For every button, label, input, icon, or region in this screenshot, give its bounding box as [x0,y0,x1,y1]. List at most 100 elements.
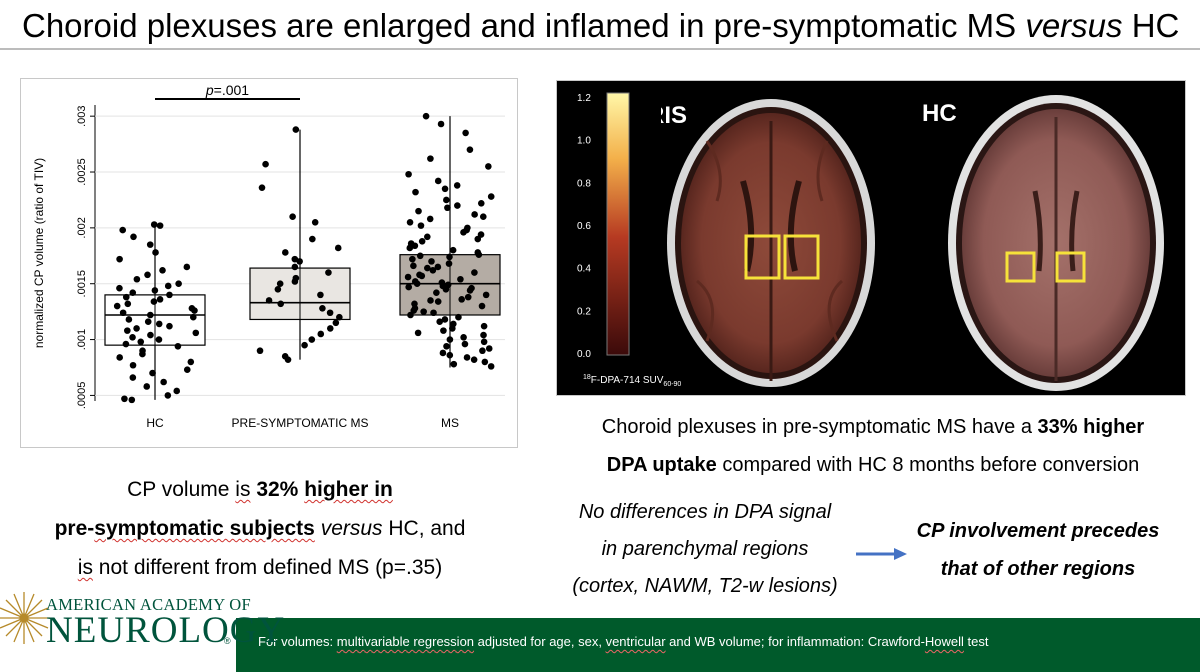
data-point [485,163,492,170]
data-point [187,358,195,366]
roi-box-hc-right [1055,251,1086,283]
data-point [458,296,465,303]
data-point [464,293,472,301]
data-point [332,319,340,327]
data-point [404,273,412,281]
data-point [119,226,126,234]
logo-text-bottom: NEUROLOGY [46,610,286,651]
precedes-line-1: CP involvement precedes [916,520,1160,542]
data-point [430,309,437,317]
data-point [192,329,200,337]
cp-precedes-text: CP involvement precedes that of other re… [888,512,1188,588]
data-point [416,252,424,260]
x-tick-label: HC [146,416,164,430]
data-point [437,120,445,128]
data-point [479,213,487,220]
data-point [429,267,437,274]
data-point [412,188,419,196]
dpa-uptake-caption: Choroid plexuses in pre-symptomatic MS h… [548,408,1198,484]
data-point [413,280,421,288]
data-point [256,347,264,355]
label-hc: HC [922,100,957,127]
no-diff-line-1: No differences in DPA signal [578,501,832,523]
data-point [133,275,141,283]
colorbar-tick-label: 0.6 [577,221,591,232]
data-point [428,258,435,265]
data-point [405,170,412,178]
data-point [147,331,154,339]
data-point [446,253,453,261]
data-point [487,363,495,370]
data-point [183,263,191,271]
data-point [150,221,158,228]
ventricles-ris [740,180,802,272]
data-point [409,255,416,263]
data-point [466,287,474,294]
data-point [289,213,296,220]
data-point [474,235,482,243]
data-point [457,275,464,283]
data-point [450,360,458,368]
data-point [160,378,167,386]
data-point [414,329,422,337]
data-point [405,283,413,291]
right-caption-line-1: Choroid plexuses in pre-symptomatic MS h… [601,416,1145,438]
data-point [411,242,419,250]
colorbar [606,92,630,356]
data-point [125,316,133,323]
y-tick-label: .001 [76,329,88,350]
data-point [311,218,319,226]
data-point [319,304,326,312]
data-point [116,354,123,361]
data-point [317,291,324,299]
logo-registered-mark: ® [224,636,231,646]
footer-bar [236,618,1200,672]
data-point [150,298,158,305]
colorbar-ticks: 1.21.00.80.60.40.20.0 [577,93,591,360]
data-point [166,322,173,330]
data-point [446,336,454,343]
data-point [284,356,292,363]
data-point [417,222,425,229]
data-point [406,244,414,252]
data-point [144,271,151,279]
data-point [443,342,450,350]
data-point [424,233,431,241]
title-tail: HC [1122,7,1180,44]
data-point [418,237,426,245]
data-point [480,331,487,339]
data-point [426,215,434,223]
data-point [406,218,414,226]
y-tick-label: .0025 [76,158,88,186]
data-point [129,289,137,296]
title-italic: versus [1025,7,1123,44]
data-point [129,374,137,381]
significance-label: p=.001 [205,82,249,98]
data-point [149,369,156,377]
data-point [317,330,325,338]
no-diff-line-3: (cortex, NAWM, T2-w lesions) [572,575,838,597]
data-point [116,255,123,263]
pet-brain-images: RIS HC 1.21.00.80.60.40.20.0 18F-DPA-714… [557,81,1164,395]
title-divider [0,48,1200,50]
colorbar-tick-label: 0.2 [577,306,591,317]
data-point [427,297,434,304]
data-point [422,112,430,120]
y-axis-label: normalized CP volume (ratio of TIV) [32,158,46,348]
title-main: Choroid plexuses are enlarged and inflam… [22,7,1026,44]
data-point [480,338,488,346]
data-point [326,309,334,317]
data-point [175,280,182,288]
data-point [291,278,299,285]
data-point [471,269,478,276]
data-point [439,349,447,357]
data-point [443,196,450,204]
data-point [156,296,164,303]
data-point [449,325,456,332]
data-point [462,129,469,137]
y-tick-label: .0015 [76,270,88,298]
data-point [122,293,130,301]
data-point [424,264,431,272]
y-tick-label: .0005 [76,382,88,410]
data-point [119,309,127,317]
